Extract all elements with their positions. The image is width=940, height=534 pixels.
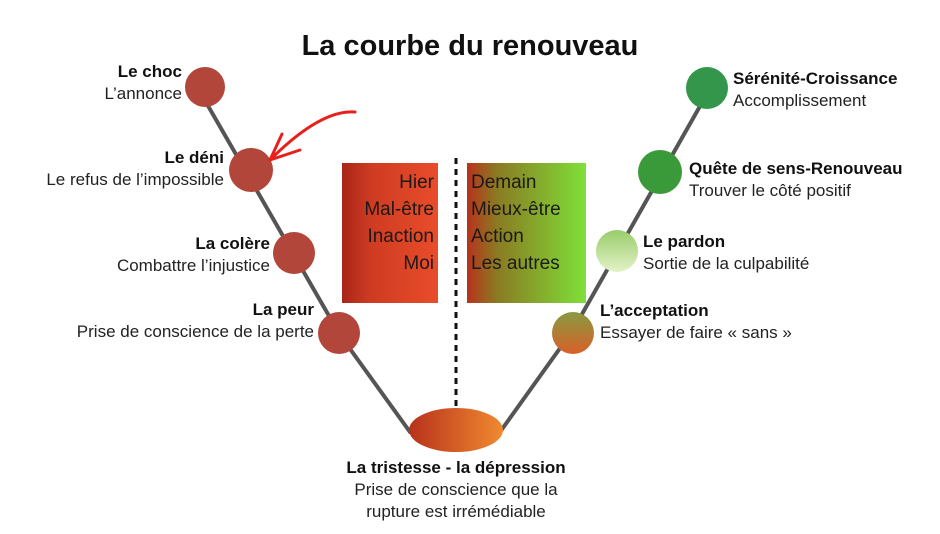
stage-marker-choc [185,67,225,107]
stage-desc: Le refus de l’impossible [46,170,224,189]
page-title: La courbe du renouveau [301,30,639,62]
stage-name: Le pardon [643,232,726,251]
box-line: Inaction [367,226,434,247]
stage-marker-acceptation [552,312,594,354]
stage-name: La colère [195,234,270,253]
box-line: Les autres [471,253,560,274]
stage-marker-tristesse [409,408,503,452]
stage-marker-quete [638,150,682,194]
stage-name: La peur [252,300,314,319]
stage-desc: Combattre l’injustice [116,256,270,275]
stage-name: Sérénité-Croissance [733,69,898,88]
box-line: Moi [403,253,434,274]
red-arrow-annotation [268,110,357,162]
tomorrow-box [467,163,586,303]
stage-desc: Prise de conscience que la [354,480,558,499]
stage-marker-pardon [596,230,638,272]
stage-name: Le déni [164,148,224,167]
stage-marker-colere [273,232,315,274]
box-line: Demain [471,172,537,193]
yesterday-box [342,163,438,303]
stage-label-deni: Le déni Le refus de l’impossible [46,147,224,191]
stage-desc: Trouver le côté positif [689,181,851,200]
box-line: Hier [399,172,434,193]
stage-name: L’acceptation [600,301,709,320]
stage-desc: rupture est irrémédiable [366,502,546,521]
stage-name: Quête de sens-Renouveau [689,159,903,178]
stage-desc: Prise de conscience de la perte [76,322,314,341]
stage-name: Le choc [117,62,182,81]
stage-marker-serenite [686,67,728,109]
stage-desc: L’annonce [104,84,182,103]
box-line: Action [471,226,524,247]
stage-desc: Accomplissement [733,91,867,110]
stage-desc: Sortie de la culpabilité [643,254,810,273]
stage-name: La tristesse - la dépression [346,458,566,477]
yesterday-box-text: Hier Mal-être Inaction Moi [342,163,434,303]
tomorrow-box-text: Demain Mieux-être Action Les autres [471,163,586,303]
box-line: Mal-être [364,199,434,220]
stage-desc: Essayer de faire « sans » [600,323,792,342]
stage-marker-deni [229,148,273,192]
box-line: Mieux-être [471,199,561,220]
stage-marker-peur [318,312,360,354]
